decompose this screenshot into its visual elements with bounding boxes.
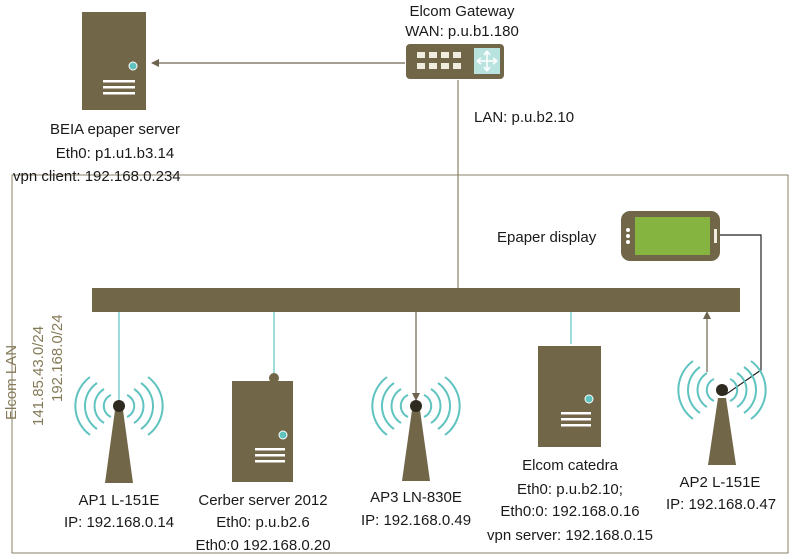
gateway-name: Elcom Gateway [409,3,515,20]
ap3-icon [371,376,461,481]
gateway-lan: LAN: p.u.b2.10 [474,109,575,126]
epaper-display-icon [621,211,720,261]
ap2-ip: IP: 192.168.0.47 [665,496,777,513]
catedra-eth00: Eth0:0: 192.168.0.16 [500,503,640,520]
gateway-wan: WAN: p.u.b1.180 [405,23,519,40]
lan-bus [92,288,740,312]
catedra-vpn: vpn server: 192.168.0.15 [487,527,653,544]
catedra-server-icon [538,346,601,447]
ap3-ip: IP: 192.168.0.49 [360,512,472,529]
ap2-icon [677,360,767,465]
epaper-server-icon [82,12,146,110]
gateway-device [406,44,504,79]
catedra-eth0: Eth0: p.u.b2.10; [517,481,623,498]
ap1-name: AP1 L-151E [78,492,160,509]
lan-subnet2: 192.168.0/24 [49,314,66,402]
ap3-name: AP3 LN-830E [370,489,462,506]
cerber-eth0: Eth0: p.u.b2.6 [216,514,310,531]
lan-subnet1: 141.85.43.0/24 [30,325,47,426]
epaper-server-eth0: Eth0: p1.u1.b3.14 [55,145,175,162]
epaper-display-label: Epaper display [497,229,597,246]
cerber-server-icon [232,373,293,482]
cerber-eth00: Eth0:0 192.168.0.20 [195,537,331,554]
display-to-ap2-line [720,234,762,396]
lan-name: Elcom LAN [3,344,20,420]
epaper-server-name: BEIA epaper server [49,121,181,138]
epaper-server-vpn: vpn client: 192.168.0.234 [13,168,181,185]
cerber-name: Cerber server 2012 [198,492,328,509]
ap2-name: AP2 L-151E [679,474,761,491]
ap1-ip: IP: 192.168.0.14 [63,514,175,531]
lan-boundary [11,174,789,554]
ap1-icon [74,376,164,483]
catedra-name: Elcom catedra [522,457,618,474]
